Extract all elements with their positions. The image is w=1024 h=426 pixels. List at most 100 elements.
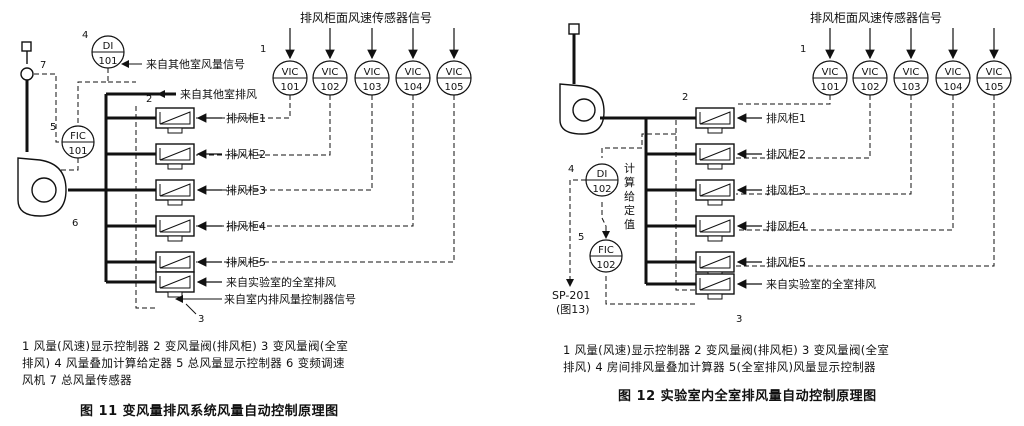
svg-text:VIC: VIC bbox=[903, 67, 920, 78]
svg-text:定: 定 bbox=[624, 203, 635, 217]
svg-text:DI: DI bbox=[103, 41, 114, 52]
fig11-hood-2-label: 排风柜2 bbox=[226, 147, 266, 161]
fig11-valve-hood-1 bbox=[155, 107, 195, 134]
svg-text:104: 104 bbox=[943, 82, 962, 93]
fig12-sp-ref-figure: (图13) bbox=[556, 303, 590, 316]
svg-text:VIC: VIC bbox=[405, 67, 422, 78]
fig11-valve-hood-3 bbox=[155, 179, 195, 206]
svg-text:105: 105 bbox=[444, 82, 463, 93]
fig12-hood-5-label: 排风柜5 bbox=[766, 255, 806, 269]
fig11-hood-1-label: 排风柜1 bbox=[226, 111, 266, 125]
svg-text:计: 计 bbox=[624, 162, 635, 175]
svg-text:VIC: VIC bbox=[862, 67, 879, 78]
fig11-flow-sensor-7 bbox=[21, 41, 32, 52]
svg-text:DI: DI bbox=[597, 169, 608, 180]
fig11-di-101: DI 101 bbox=[91, 35, 125, 69]
fig11-caption: 1 风量(风速)显示控制器 2 变风量阀(排风柜) 3 变风量阀(全室 排风) … bbox=[22, 339, 349, 387]
fig11-valve-room bbox=[155, 271, 195, 298]
fig12-hood-4-label: 排风柜4 bbox=[766, 219, 806, 233]
fig12-vic-105: VIC 105 bbox=[976, 60, 1012, 96]
fig12-caption: 1 风量(风速)显示控制器 2 变风量阀(排风柜) 3 变风量阀(全室 排风) … bbox=[563, 343, 890, 374]
fig11-vic-104: VIC 104 bbox=[395, 60, 431, 96]
svg-text:算: 算 bbox=[624, 175, 635, 189]
fig11-callout-4: 4 bbox=[82, 30, 88, 41]
svg-text:105: 105 bbox=[984, 82, 1003, 93]
fig11-callout-1: 1 bbox=[260, 44, 266, 55]
fig12-top-label: 排风柜面风速传感器信号 bbox=[810, 10, 942, 25]
svg-text:102: 102 bbox=[592, 184, 611, 195]
fig12-fic-102: FIC 102 bbox=[589, 239, 623, 273]
figure-12: 排风柜面风速传感器信号 VIC 101 VIC 102 VIC 103 bbox=[552, 10, 1012, 325]
svg-text:FIC: FIC bbox=[70, 131, 86, 142]
fig11-valve-hood-2 bbox=[155, 143, 195, 170]
fig12-fan bbox=[559, 83, 605, 135]
fig12-vic-102: VIC 102 bbox=[852, 60, 888, 96]
fig11-callout-3: 3 bbox=[198, 314, 204, 325]
fig12-vic-101: VIC 101 bbox=[812, 60, 848, 96]
svg-text:VIC: VIC bbox=[446, 67, 463, 78]
fig12-valve-hood-2 bbox=[695, 143, 735, 170]
fig11-title: 图 11 变风量排风系统风量自动控制原理图 bbox=[80, 404, 339, 419]
fig11-valve-hood-4 bbox=[155, 215, 195, 242]
fig11-hood-4-label: 排风柜4 bbox=[226, 219, 266, 233]
fig11-full-room-exhaust: 来自实验室的全室排风 bbox=[226, 275, 336, 289]
fig12-callout-2: 2 bbox=[682, 92, 688, 103]
svg-text:VIC: VIC bbox=[364, 67, 381, 78]
fig11-other-room-flow: 来自其他室风量信号 bbox=[146, 57, 245, 71]
fig12-valve-hood-5 bbox=[695, 251, 735, 278]
svg-text:103: 103 bbox=[901, 82, 920, 93]
svg-text:FIC: FIC bbox=[598, 245, 614, 256]
svg-text:101: 101 bbox=[98, 56, 117, 67]
fig11-top-label: 排风柜面风速传感器信号 bbox=[300, 10, 432, 25]
svg-text:VIC: VIC bbox=[822, 67, 839, 78]
svg-text:VIC: VIC bbox=[945, 67, 962, 78]
fig12-title: 图 12 实验室内全室排风量自动控制原理图 bbox=[618, 389, 877, 404]
fig12-valve-hood-4 bbox=[695, 215, 735, 242]
svg-text:101: 101 bbox=[68, 146, 87, 157]
fig11-vic-103: VIC 103 bbox=[354, 60, 390, 96]
fig12-vic-103: VIC 103 bbox=[893, 60, 929, 96]
svg-text:101: 101 bbox=[820, 82, 839, 93]
fig12-callout-4: 4 bbox=[568, 164, 574, 175]
fig12-valve-hood-3 bbox=[695, 179, 735, 206]
svg-text:给: 给 bbox=[624, 190, 635, 203]
fig11-other-room-exhaust: 来自其他室排风 bbox=[180, 87, 257, 101]
fig11-callout-5: 5 bbox=[50, 122, 56, 133]
fig11-callout-2: 2 bbox=[146, 94, 152, 105]
fig12-full-room-exhaust: 来自实验室的全室排风 bbox=[766, 277, 876, 291]
svg-text:VIC: VIC bbox=[322, 67, 339, 78]
fig11-vic-105: VIC 105 bbox=[436, 60, 472, 96]
svg-text:102: 102 bbox=[860, 82, 879, 93]
fig11-vic-101: VIC 101 bbox=[272, 60, 308, 96]
fig12-valve-hood-1 bbox=[695, 107, 735, 134]
fig11-hood-5-label: 排风柜5 bbox=[226, 255, 266, 269]
fig11-hood-3-label: 排风柜3 bbox=[226, 183, 266, 197]
fig12-outlet bbox=[568, 23, 580, 35]
svg-text:104: 104 bbox=[403, 82, 422, 93]
fig12-sp-ref: SP-201 bbox=[552, 289, 590, 302]
fig12-callout-3: 3 bbox=[736, 314, 742, 325]
fig11-sensor-gear-icon bbox=[20, 67, 34, 81]
fig12-calc-setpoint-label: 计 算 给 定 值 bbox=[624, 162, 635, 231]
fig11-fic-101: FIC 101 bbox=[61, 125, 95, 159]
svg-text:VIC: VIC bbox=[282, 67, 299, 78]
fig11-controller-signal: 来自室内排风量控制器信号 bbox=[224, 292, 356, 306]
fig11-callout-6: 6 bbox=[72, 218, 78, 229]
svg-text:102: 102 bbox=[320, 82, 339, 93]
fig12-callout-5: 5 bbox=[578, 232, 584, 243]
fig12-vic-104: VIC 104 bbox=[935, 60, 971, 96]
svg-text:值: 值 bbox=[624, 218, 635, 231]
fig12-hood-2-label: 排风柜2 bbox=[766, 147, 806, 161]
svg-text:VIC: VIC bbox=[986, 67, 1003, 78]
fig11-fan bbox=[17, 157, 67, 217]
svg-text:102: 102 bbox=[596, 260, 615, 271]
fig12-hood-1-label: 排风柜1 bbox=[766, 111, 806, 125]
svg-text:101: 101 bbox=[280, 82, 299, 93]
fig12-hood-3-label: 排风柜3 bbox=[766, 183, 806, 197]
fig12-callout-1: 1 bbox=[800, 44, 806, 55]
fig11-callout-7: 7 bbox=[40, 60, 46, 71]
figure-11: 排风柜面风速传感器信号 VIC 101 VIC 102 VIC 103 bbox=[17, 10, 472, 325]
fig11-vic-102: VIC 102 bbox=[312, 60, 348, 96]
fig12-di-102: DI 102 bbox=[585, 163, 619, 197]
